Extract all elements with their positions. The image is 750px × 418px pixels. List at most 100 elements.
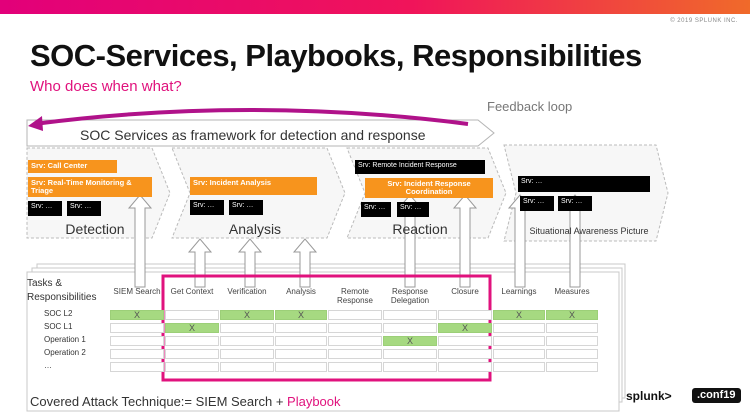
slide-subtitle: Who does when what? — [30, 78, 182, 95]
matrix-cell: X — [110, 310, 164, 320]
matrix-row-label: SOC L2 — [44, 309, 73, 318]
phase-awareness-shape — [503, 144, 669, 242]
matrix-x-mark: X — [243, 310, 250, 320]
matrix-row-label: Operation 2 — [44, 348, 86, 357]
matrix-cell — [220, 349, 274, 359]
matrix-cell — [493, 323, 545, 333]
matrix-cell — [110, 323, 164, 333]
matrix-cell — [383, 323, 437, 333]
splunk-logo: splunk> — [626, 389, 672, 403]
matrix-row-label: SOC L1 — [44, 322, 73, 331]
matrix-row-label: Operation 1 — [44, 335, 86, 344]
matrix-cell — [438, 362, 492, 372]
matrix-column-header: Response Delegation — [390, 287, 430, 306]
matrix-cell — [165, 362, 219, 372]
matrix-x-mark: X — [133, 310, 140, 320]
service-incident-response-coordination: Srv: Incident Response Coordination — [365, 178, 493, 198]
matrix-cell — [493, 349, 545, 359]
matrix-x-mark: X — [515, 310, 522, 320]
matrix-cell — [275, 362, 327, 372]
service-remote-incident-response: Srv: Remote Incident Response — [355, 160, 485, 174]
matrix-cell — [328, 362, 382, 372]
matrix-cell — [546, 362, 598, 372]
matrix-cell: X — [493, 310, 545, 320]
feedback-loop-arrowhead — [28, 116, 43, 131]
matrix-column-header: Get Context — [170, 287, 214, 296]
framework-label: SOC Services as framework for detection … — [80, 127, 426, 143]
matrix-cell — [438, 336, 492, 346]
matrix-cell — [275, 323, 327, 333]
matrix-column-header: Analysis — [286, 287, 316, 296]
matrix-cell — [383, 310, 437, 320]
matrix-column-header: Closure — [451, 287, 479, 296]
service-call-center: Srv: Call Center — [28, 160, 117, 173]
conf19-badge: .conf19 — [692, 388, 741, 403]
matrix-cell — [438, 349, 492, 359]
matrix-cell: X — [165, 323, 219, 333]
service-incident-analysis: Srv: Incident Analysis — [190, 177, 317, 195]
service-placeholder: Srv: … — [361, 202, 391, 217]
matrix-x-mark: X — [297, 310, 304, 320]
matrix-cell — [165, 336, 219, 346]
service-placeholder: Srv: … — [229, 200, 263, 215]
covered-technique-text: Covered Attack Technique:= SIEM Search +… — [30, 394, 341, 409]
top-gradient-bar — [0, 0, 750, 14]
feedback-loop-arrow — [33, 108, 469, 126]
matrix-cell — [546, 349, 598, 359]
matrix-column-header: Verification — [227, 287, 267, 296]
matrix-cell — [110, 349, 164, 359]
matrix-cell: X — [438, 323, 492, 333]
matrix-cell — [220, 336, 274, 346]
matrix-cell — [493, 336, 545, 346]
framework-arrow — [26, 119, 495, 147]
service-placeholder: Srv: … — [397, 202, 429, 217]
matrix-title: Tasks & Responsibilities — [27, 278, 97, 303]
matrix-cell — [110, 362, 164, 372]
matrix-column-header: SIEM Search — [113, 287, 161, 296]
matrix-cell: X — [546, 310, 598, 320]
phase-label-situational-awareness: Situational Awareness Picture — [529, 226, 649, 236]
matrix-row-label: … — [44, 361, 52, 370]
matrix-cell: X — [275, 310, 327, 320]
phase-label-reaction: Reaction — [392, 221, 448, 237]
covered-technique-highlight: Playbook — [287, 394, 341, 409]
matrix-cell — [546, 336, 598, 346]
upward-arrows — [127, 194, 588, 288]
service-placeholder: Srv: … — [520, 196, 554, 211]
matrix-column-header: Learnings — [501, 287, 537, 296]
matrix-cell — [383, 362, 437, 372]
matrix-column-header: Remote Response — [336, 287, 374, 306]
matrix-x-mark: X — [188, 323, 195, 333]
service-placeholder: Srv: … — [558, 196, 592, 211]
matrix-cell — [383, 349, 437, 359]
matrix-cell — [220, 362, 274, 372]
matrix-cell: X — [383, 336, 437, 346]
service-placeholder: Srv: … — [28, 201, 62, 216]
matrix-cell — [546, 323, 598, 333]
matrix-cell — [220, 323, 274, 333]
matrix-cell — [275, 349, 327, 359]
matrix-cell — [328, 349, 382, 359]
service-placeholder: Srv: … — [190, 200, 224, 215]
slide-title: SOC-Services, Playbooks, Responsibilitie… — [30, 38, 642, 73]
phase-label-detection: Detection — [65, 221, 125, 237]
matrix-x-mark: X — [461, 323, 468, 333]
matrix-cell — [438, 310, 492, 320]
matrix-cell: X — [220, 310, 274, 320]
feedback-loop-label: Feedback loop — [487, 99, 573, 114]
matrix-x-mark: X — [406, 336, 413, 346]
phase-label-analysis: Analysis — [228, 221, 282, 237]
matrix-cell — [165, 310, 219, 320]
matrix-cell — [275, 336, 327, 346]
matrix-x-mark: X — [568, 310, 575, 320]
service-placeholder: Srv: … — [67, 201, 101, 216]
covered-technique-prefix: Covered Attack Technique:= SIEM Search + — [30, 394, 288, 409]
matrix-cell — [493, 362, 545, 372]
matrix-cell — [328, 310, 382, 320]
matrix-cell — [328, 336, 382, 346]
matrix-cell — [110, 336, 164, 346]
service-placeholder: Srv: … — [518, 176, 650, 192]
service-realtime-monitoring: Srv: Real-Time Monitoring & Triage — [28, 177, 152, 197]
matrix-cell — [165, 349, 219, 359]
